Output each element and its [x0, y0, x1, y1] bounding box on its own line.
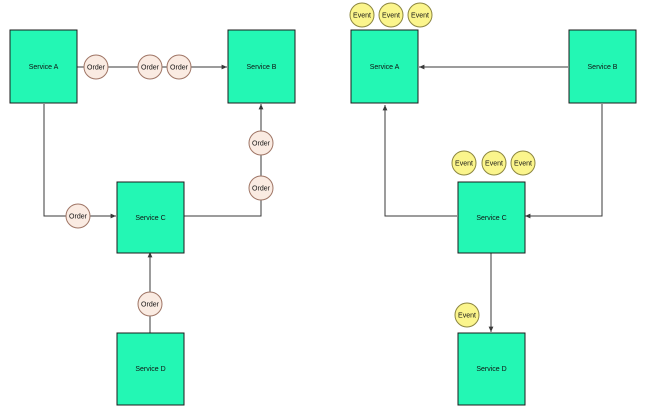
event-label: Event	[514, 161, 532, 168]
order-message: Order	[137, 54, 163, 80]
event-label: Event	[411, 13, 429, 20]
service-label: Service D	[476, 366, 506, 373]
service-node-left-d[interactable]: Service D	[116, 332, 185, 406]
order-message: Order	[137, 291, 163, 317]
service-node-right-c[interactable]: Service C	[457, 181, 526, 254]
event-message: Event	[407, 2, 433, 28]
service-label: Service B	[588, 64, 618, 71]
edge-right-c-to-a	[382, 105, 457, 217]
event-message: Event	[349, 2, 375, 28]
order-label: Order	[252, 141, 271, 148]
order-message: Order	[248, 130, 274, 156]
service-label: Service C	[135, 215, 165, 222]
left-order-messages: Order Order Order Order Order Order Orde…	[65, 54, 274, 317]
service-label: Service D	[135, 366, 165, 373]
service-node-right-d[interactable]: Service D	[457, 332, 526, 406]
right-services: Service A Service B Service C Service D	[350, 29, 637, 406]
order-label: Order	[141, 302, 160, 309]
right-edges	[382, 64, 603, 332]
service-node-left-b[interactable]: Service B	[227, 29, 296, 104]
edge-left-a-to-c	[43, 104, 116, 219]
event-message: Event	[454, 302, 480, 328]
edge-left-c-to-b	[184, 104, 264, 217]
event-message: Event	[451, 150, 477, 176]
service-label: Service A	[29, 64, 59, 71]
event-message: Event	[481, 150, 507, 176]
event-label: Event	[353, 13, 371, 20]
service-node-left-c[interactable]: Service C	[116, 181, 185, 254]
event-label: Event	[458, 313, 476, 320]
order-message: Order	[65, 203, 91, 229]
order-message: Order	[166, 54, 192, 80]
service-label: Service B	[247, 64, 277, 71]
order-label: Order	[252, 186, 271, 193]
event-label: Event	[455, 161, 473, 168]
order-message: Order	[248, 175, 274, 201]
order-label: Order	[141, 65, 160, 72]
order-message: Order	[83, 54, 109, 80]
order-label: Order	[87, 65, 106, 72]
left-services: Service A Service B Service C Service D	[9, 29, 296, 406]
event-message: Event	[510, 150, 536, 176]
event-label: Event	[382, 13, 400, 20]
service-label: Service C	[476, 215, 506, 222]
order-label: Order	[170, 65, 189, 72]
event-label: Event	[485, 161, 503, 168]
right-event-messages: Event Event Event Event Event Event Even…	[349, 2, 536, 328]
service-node-right-b[interactable]: Service B	[568, 29, 637, 104]
service-node-right-a[interactable]: Service A	[350, 29, 419, 104]
service-node-left-a[interactable]: Service A	[9, 29, 78, 104]
event-message: Event	[378, 2, 404, 28]
service-label: Service A	[370, 64, 400, 71]
order-label: Order	[69, 214, 88, 221]
edge-right-b-to-c	[525, 104, 603, 219]
